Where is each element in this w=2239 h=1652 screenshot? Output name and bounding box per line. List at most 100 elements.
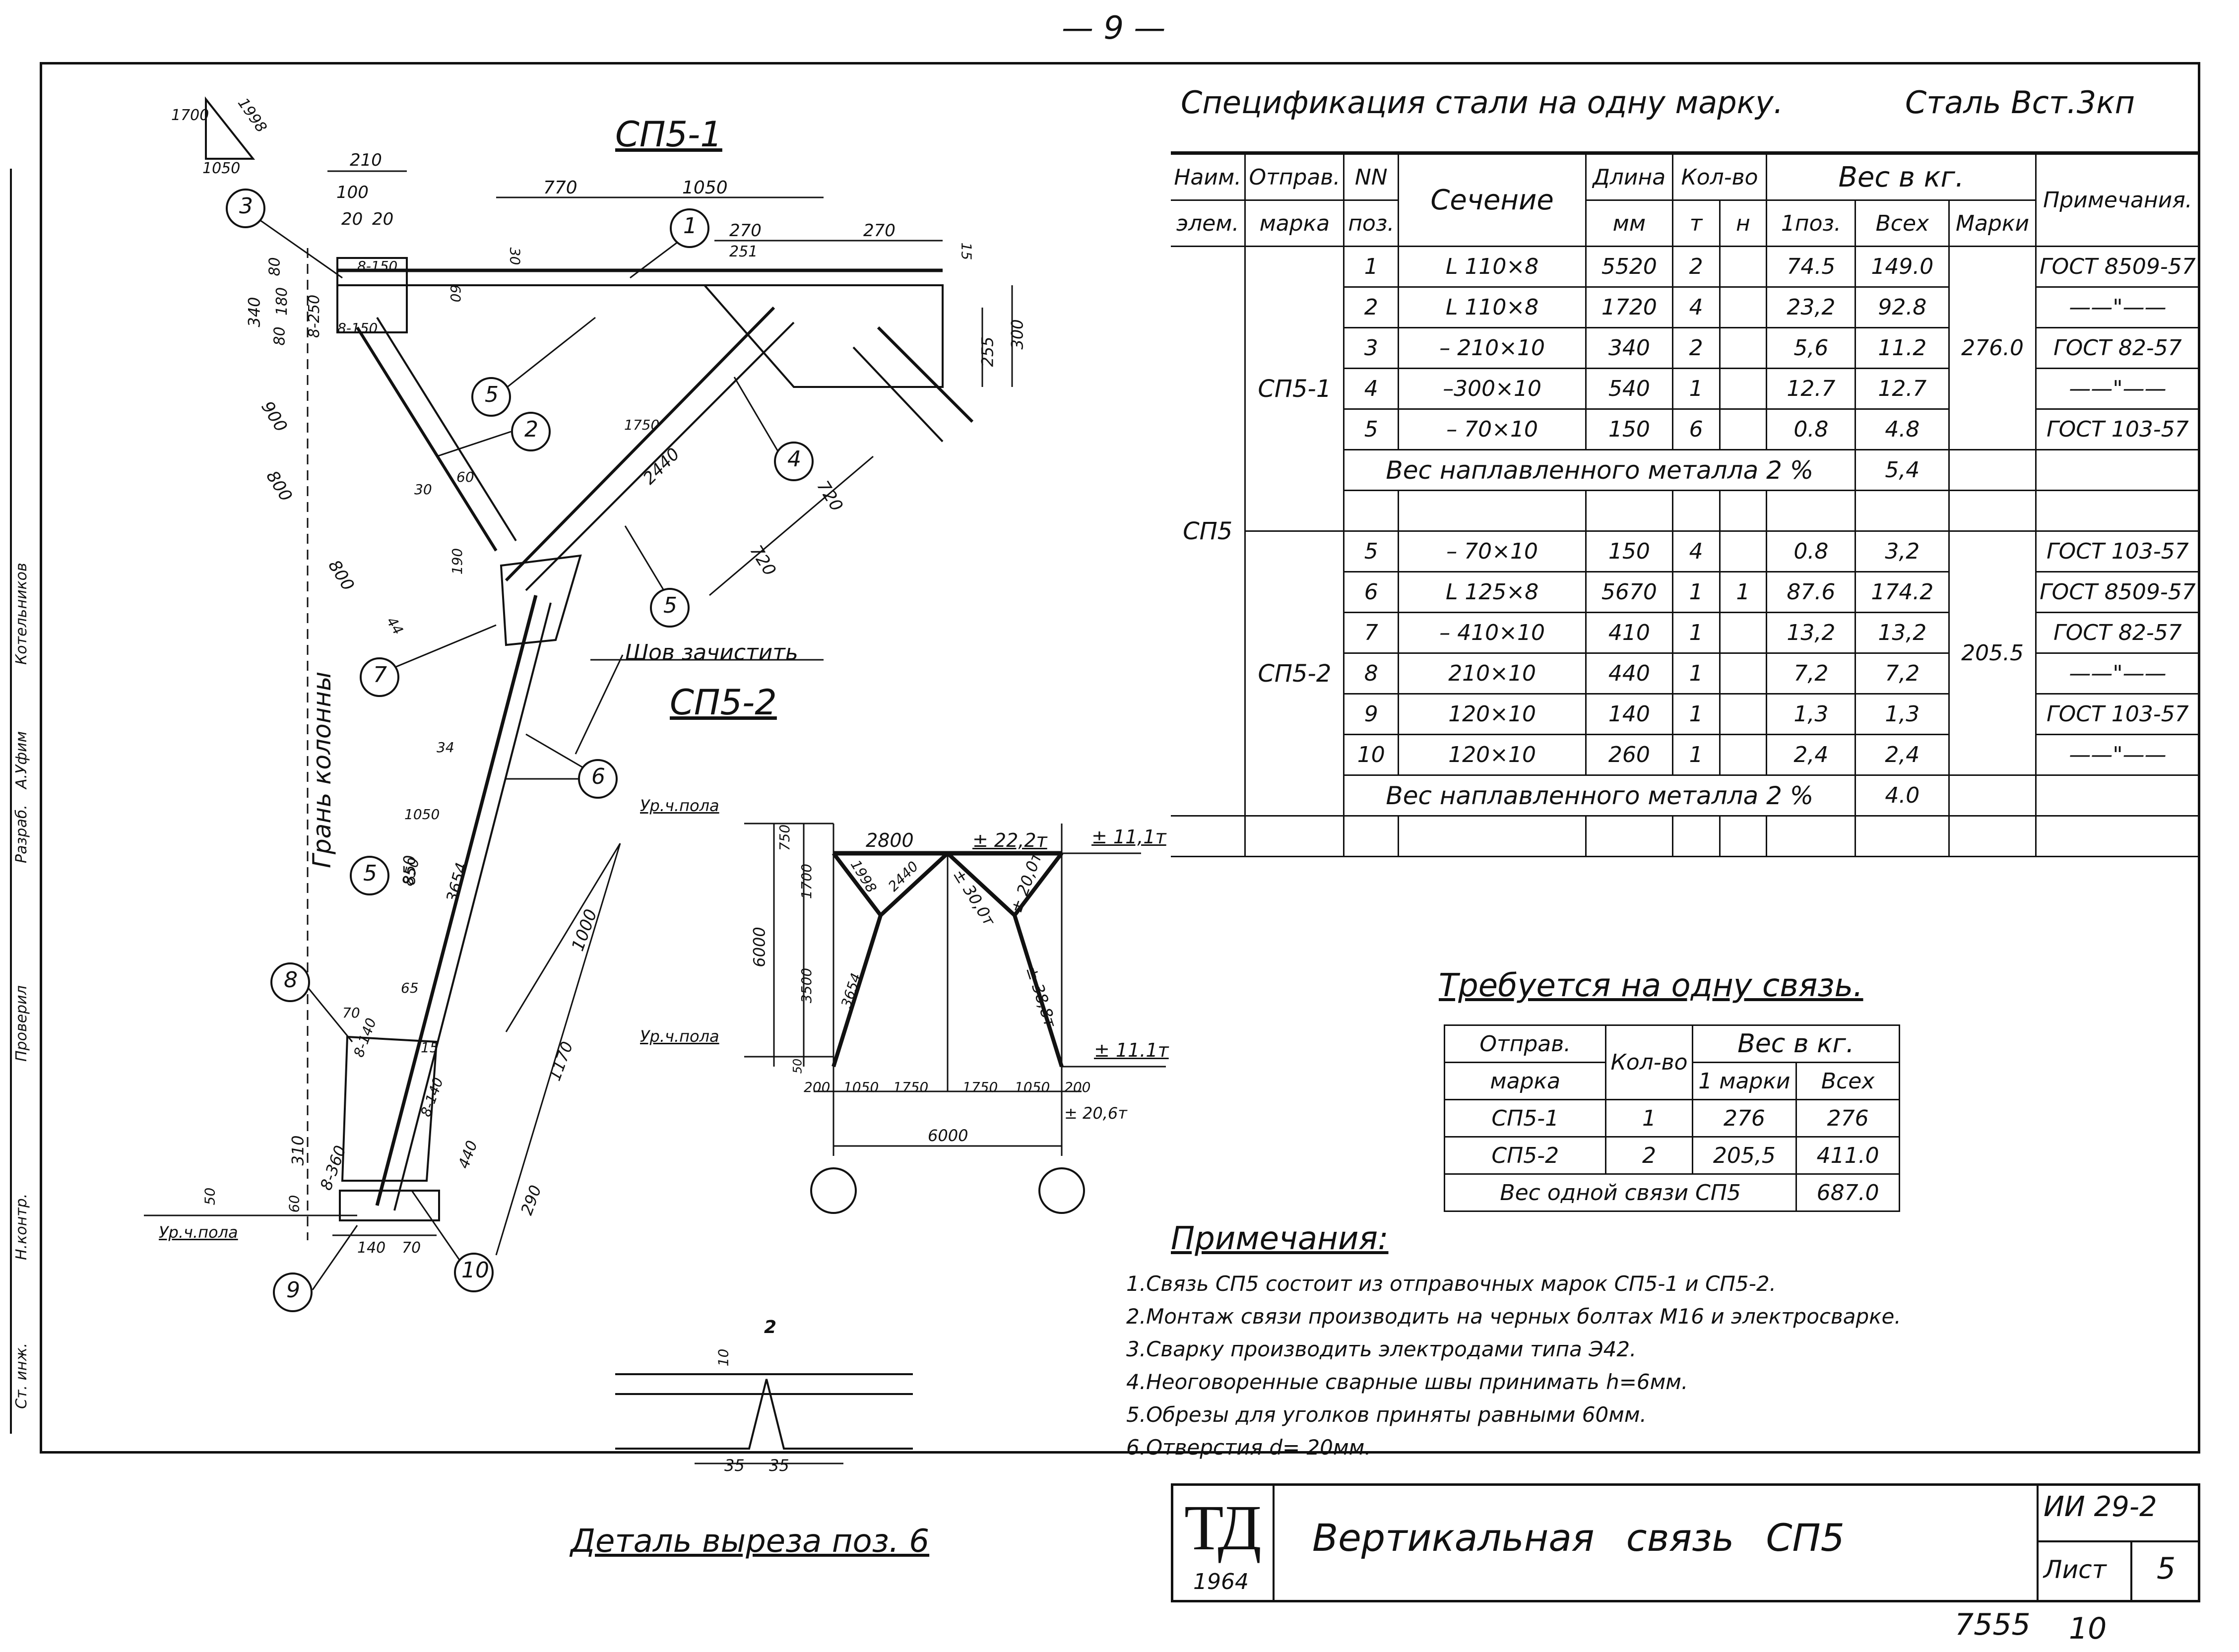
cell-mark-2: СП5-2 [1244,530,1345,817]
label-floor-3: Ур.ч.пола [159,1223,238,1242]
hdr-nn-2: поз. [1343,199,1400,247]
dim: 34 [437,739,454,756]
table-row-cell: 7,2 [1766,652,1856,695]
table-row-cell: ГОСТ 8509-57 [2035,246,2201,288]
table-row-cell: 0.8 [1766,408,1856,450]
table-row-cell: 0.8 [1766,530,1856,572]
table-row-cell: 1 [1671,368,1721,410]
note-item: 5.Обрезы для уголков приняты равными 60м… [1126,1402,1647,1427]
dim: 100 [336,183,369,202]
table-row-cell: – 70×10 [1398,408,1587,450]
required-table: Отправ. Кол-во Вес в кг. марка 1 марки В… [1443,1024,1900,1212]
table-row-cell: 1,3 [1855,693,1950,735]
req-hdr-one: 1 марки [1691,1062,1797,1100]
table-row-cell: 1,3 [1766,693,1856,735]
dim: 8-150 [337,320,378,336]
table-row-cell: ——"—— [2035,286,2201,328]
empty-cell [1766,815,1856,857]
hdr-otprav-2: марка [1244,199,1345,247]
logo-cell: ТД 1964 [1173,1486,1275,1600]
hdr-ves-marki: Марки [1948,199,2037,247]
hdr-dlina-2: мм [1585,199,1673,247]
table-row-cell: 410 [1585,612,1673,654]
table-row-cell: 440 [1585,652,1673,695]
table-row-cell: 2,4 [1855,734,1950,776]
req-total-value: 687.0 [1795,1173,1900,1212]
dim: 255 [978,336,997,367]
dim: 20 [372,209,394,229]
table-row-cell: ——"—— [2035,734,2201,776]
table-row-cell [1719,286,1768,328]
hdr-naim-2: элем. [1171,199,1246,247]
scheme-top: 2800 [866,829,914,851]
detail-d: 35 [769,1456,789,1475]
weld-label-1: Вес наплавленного металла 2 % [1343,449,1856,491]
required-title: Требуется на одну связь. [1439,967,1863,1004]
sheet-divider [2130,1540,2132,1600]
bubble-label-1: 1 [683,213,697,239]
table-row-cell [1719,368,1768,410]
req-hdr-ves: Вес в кг. [1691,1024,1900,1063]
bubble-label-5b: 5 [663,593,677,618]
table-row-cell: 7,2 [1855,652,1950,695]
dim: 50 [201,1187,218,1206]
dim: 251 [729,243,758,260]
dim: 8-150 [357,258,398,274]
table-row-cell: L 110×8 [1398,246,1587,288]
table-row-cell: 120×10 [1398,693,1587,735]
weld-label-2: Вес наплавленного металла 2 % [1343,774,1856,817]
dim: 70 [402,1239,421,1257]
table-row-cell: 2 [1605,1136,1693,1175]
scheme-force-right: ± 11,1т [1091,826,1166,848]
table-row-cell: – 210×10 [1398,327,1587,369]
table-row-cell: 6 [1343,571,1400,613]
table-row-cell: 3 [1343,327,1400,369]
empty-cell [1948,815,2037,857]
side-stamp-5: А.Уфим [13,731,30,789]
hdr-kolvo: Кол-во [1671,153,1768,201]
hdr-primech: Примечания. [2035,153,2201,247]
label-floor-1: Ур.ч.пола [640,796,719,815]
side-stamp: Ст. инж. Н.контр. Проверил Разраб. А.Уфи… [10,169,42,1434]
td-logo: ТД [1184,1492,1262,1564]
table-row-cell: 1 [1671,652,1721,695]
scheme-bottom-3: 1750 [893,1079,929,1095]
label-detail-title: Деталь выреза поз. 6 [571,1523,930,1560]
table-row-cell [1719,693,1768,735]
table-row-cell: 150 [1585,408,1673,450]
bubble-label-7: 7 [373,662,387,688]
empty-cell [1719,815,1768,857]
table-row-cell: 4 [1671,286,1721,328]
detail-b: 10 [715,1348,732,1367]
table-row-cell: 1 [1671,734,1721,776]
table-row-cell: – 70×10 [1398,530,1587,572]
year: 1964 [1193,1569,1249,1594]
table-row-cell: 1 [1671,693,1721,735]
table-row-cell: 6 [1671,408,1721,450]
bubble-label-6: 6 [591,764,605,789]
table-row-cell: 260 [1585,734,1673,776]
table-row-cell: 7 [1343,612,1400,654]
side-stamp-6: Котельников [13,563,30,665]
spec-title: Спецификация стали на одну марку. [1181,84,1784,121]
hdr-ves-vseh: Всех [1855,199,1950,247]
table-row-cell: 120×10 [1398,734,1587,776]
table-row-cell: 4 [1343,368,1400,410]
empty-cell [1948,774,2037,817]
scheme-bottom-5: 1050 [1015,1079,1050,1095]
req-hdr-otprav: Отправ. [1443,1024,1607,1063]
side-stamp-3: Проверил [13,985,30,1062]
empty-cell [1343,815,1400,857]
table-row-cell: 3,2 [1855,530,1950,572]
table-row-cell: 1720 [1585,286,1673,328]
spec-table: Наим. Отправ. NN Сечение Длина Кол-во Ве… [1171,153,2201,857]
dim: 70 [342,1005,360,1021]
table-row-cell: ГОСТ 103-57 [2035,693,2201,735]
empty-cell [1855,815,1950,857]
table-row-cell: 13,2 [1766,612,1856,654]
note-item: 3.Сварку производить электродами типа Э4… [1126,1337,1637,1361]
table-row-cell [1719,612,1768,654]
table-row-cell: 411.0 [1795,1136,1900,1175]
corner-code: 7555 [1955,1607,2031,1642]
dim: 60 [456,469,474,485]
